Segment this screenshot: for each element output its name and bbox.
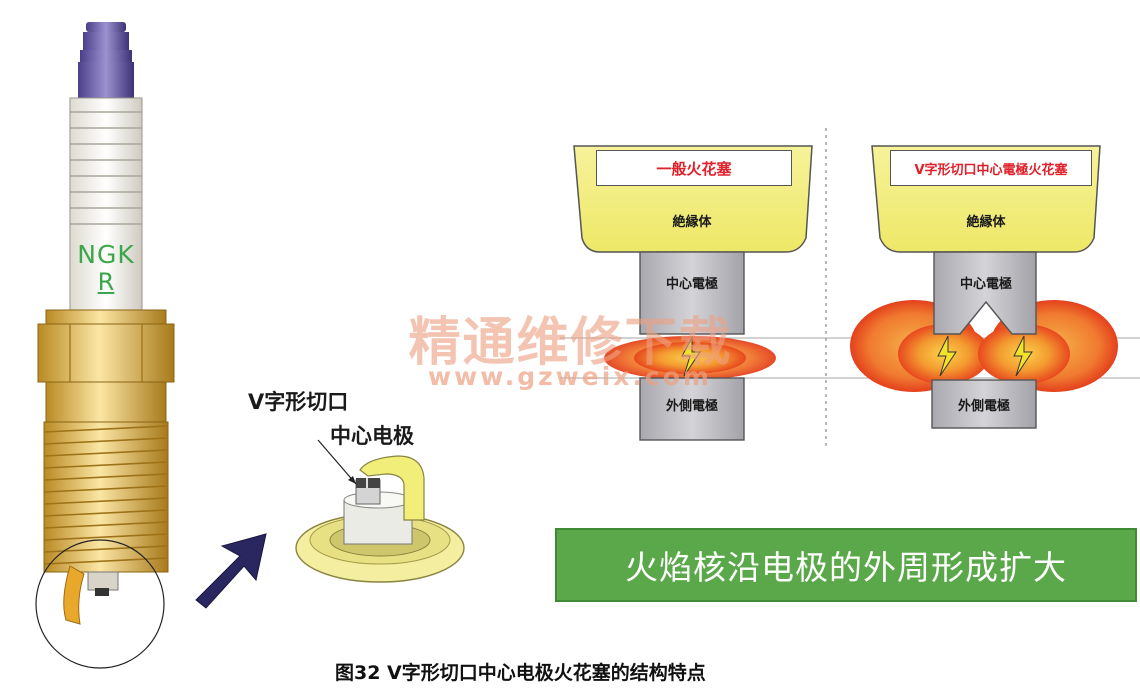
panel-v-notch-center-electrode-label: 中心電極 — [959, 276, 1012, 292]
flame-kernel-banner: 火焰核沿电极的外周形成扩大 — [555, 528, 1137, 602]
flame-kernel-banner-text: 火焰核沿电极的外周形成扩大 — [625, 548, 1067, 587]
brand-logo-mark: R — [97, 268, 115, 296]
pointer-arrow-icon — [195, 533, 267, 609]
panel-standard-insulator-label: 絶縁体 — [672, 214, 712, 230]
panel-standard-center-electrode-label: 中心電極 — [665, 276, 718, 292]
figure-caption: 图32 V字形切口中心电极火花塞的结构特点 — [335, 662, 706, 684]
watermark-url: www.gzweix.com — [428, 362, 712, 391]
panel-v-notch-title: V字形切口中心電極火花塞 — [890, 150, 1092, 186]
spark-plug-illustration — [35, 22, 175, 669]
panel-v-notch-ground-electrode-label: 外側電極 — [957, 398, 1010, 414]
watermark-site-name: 精通维修下载 — [408, 312, 733, 373]
label-center-electrode: 中心电极 — [330, 424, 414, 448]
electrode-closeup-illustration — [295, 439, 465, 583]
panel-v-notch-insulator-label: 絶縁体 — [966, 214, 1006, 230]
panel-standard-title: 一般火花塞 — [596, 150, 792, 186]
brand-logo: NGK — [77, 240, 135, 269]
panel-standard-ground-electrode-label: 外側電極 — [665, 398, 718, 414]
label-v-notch: V字形切口 — [248, 390, 349, 414]
